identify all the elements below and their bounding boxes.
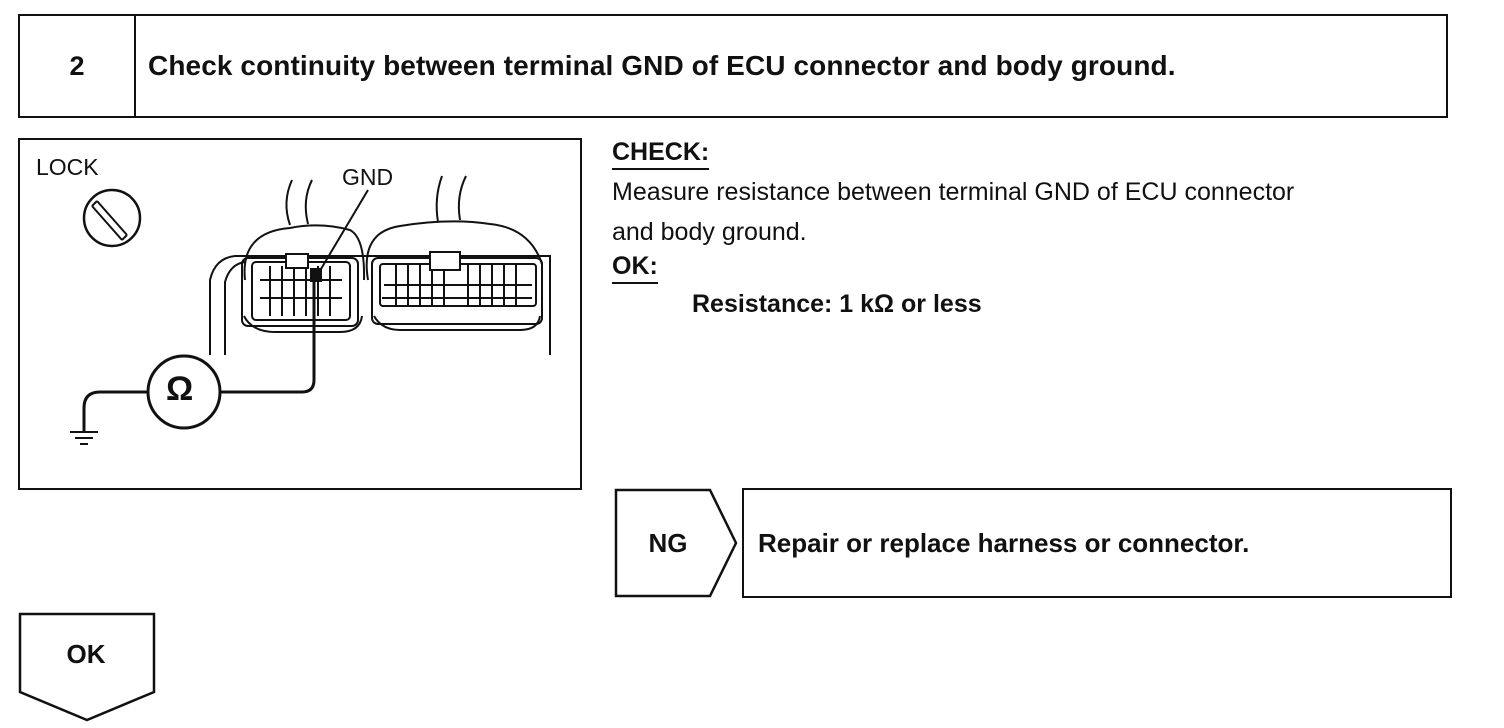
ng-label: NG [648, 527, 688, 558]
check-line-2: and body ground. [612, 218, 807, 246]
check-block: CHECK: Measure resistance between termin… [612, 138, 1472, 319]
step-title: Check continuity between terminal GND of… [148, 50, 1176, 81]
ok-label: OK [66, 638, 106, 669]
ecu-connector-icon [209, 175, 551, 355]
ng-result: Repair or replace harness or connector. [742, 488, 1452, 598]
step-number: 2 [20, 16, 136, 116]
ecu-connector-diagram: LOCK GND Ω [18, 138, 582, 490]
gnd-label: GND [342, 164, 394, 190]
ground-icon [70, 431, 98, 445]
diagram-drawing [70, 175, 551, 445]
lock-label: LOCK [36, 154, 99, 180]
step-header: 2 Check continuity between terminal GND … [18, 14, 1448, 118]
ng-arrow-shape [614, 488, 738, 598]
check-heading: CHECK: [612, 138, 710, 170]
check-instruction: Measure resistance between terminal GND … [612, 172, 1472, 252]
lock-icon [82, 188, 142, 248]
ok-heading: OK: [612, 252, 658, 284]
ok-arrow-shape [18, 612, 156, 722]
check-line-1: Measure resistance between terminal GND … [612, 178, 1295, 206]
ohmmeter-symbol: Ω [166, 370, 194, 408]
ok-spec: Resistance: 1 kΩ or less [692, 290, 982, 318]
